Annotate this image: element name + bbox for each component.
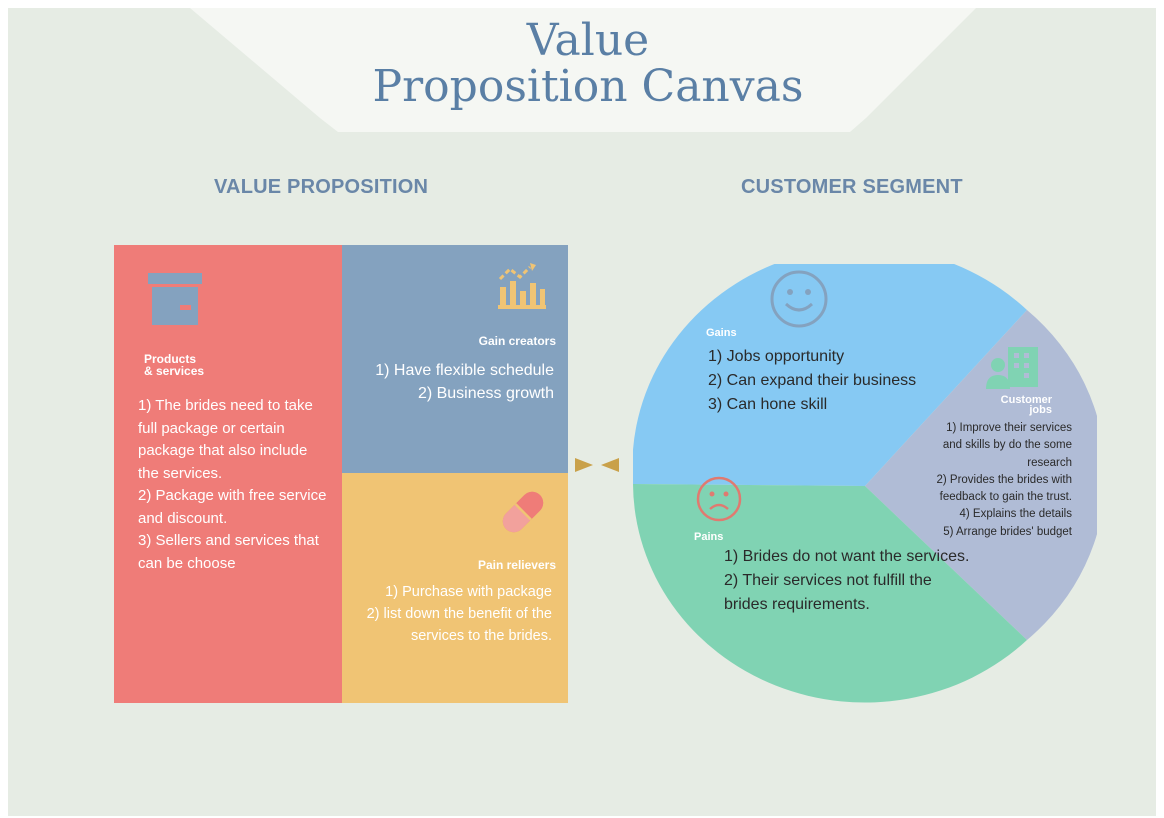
customer-jobs-text: 1) Improve their services and skills by … <box>936 422 1072 538</box>
worker-building-icon <box>986 347 1038 389</box>
title-banner <box>190 8 976 132</box>
customer-jobs-segment <box>865 310 1097 640</box>
pain-relievers-box: Pain relievers 1) Purchase with package … <box>342 473 568 703</box>
page-title: Value Proposition Canvas <box>372 15 804 112</box>
customer-segment-heading: CUSTOMER SEGMENT <box>741 176 963 198</box>
pill-icon <box>502 491 544 533</box>
archive-box-icon <box>148 273 202 325</box>
value-proposition-heading: VALUE PROPOSITION <box>214 176 429 198</box>
pains-text: 1) Brides do not want the services. 2) T… <box>724 548 970 613</box>
frown-icon <box>696 476 742 522</box>
pains-title: Pains <box>694 531 724 543</box>
customer-jobs-title: Customer jobs <box>1000 394 1052 416</box>
gains-segment <box>633 264 1027 486</box>
canvas: Value Proposition Canvas VALUE PROPOSITI… <box>8 8 1156 816</box>
gains-text: 1) Jobs opportunity 2) Can expand their … <box>708 348 917 413</box>
products-services-box: Products & services 1) The brides need t… <box>114 245 342 703</box>
gain-creators-box: Gain creators 1) Have flexible schedule … <box>342 245 568 473</box>
connector-arrows <box>575 458 619 472</box>
smile-icon <box>770 270 828 328</box>
pains-segment <box>633 484 1027 703</box>
products-services-text: 1) The brides need to take full package … <box>138 397 327 572</box>
gain-creators-text: 1) Have flexible schedule 2) Business gr… <box>375 362 554 402</box>
gain-creators-title: Gain creators <box>478 334 556 348</box>
pain-relievers-text: 1) Purchase with package 2) list down th… <box>366 584 552 644</box>
pain-relievers-title: Pain relievers <box>477 558 556 572</box>
bar-chart-icon <box>498 263 546 309</box>
products-services-title: Products & services <box>144 352 205 378</box>
customer-segment-circle <box>633 264 1097 703</box>
gains-title: Gains <box>706 327 737 339</box>
